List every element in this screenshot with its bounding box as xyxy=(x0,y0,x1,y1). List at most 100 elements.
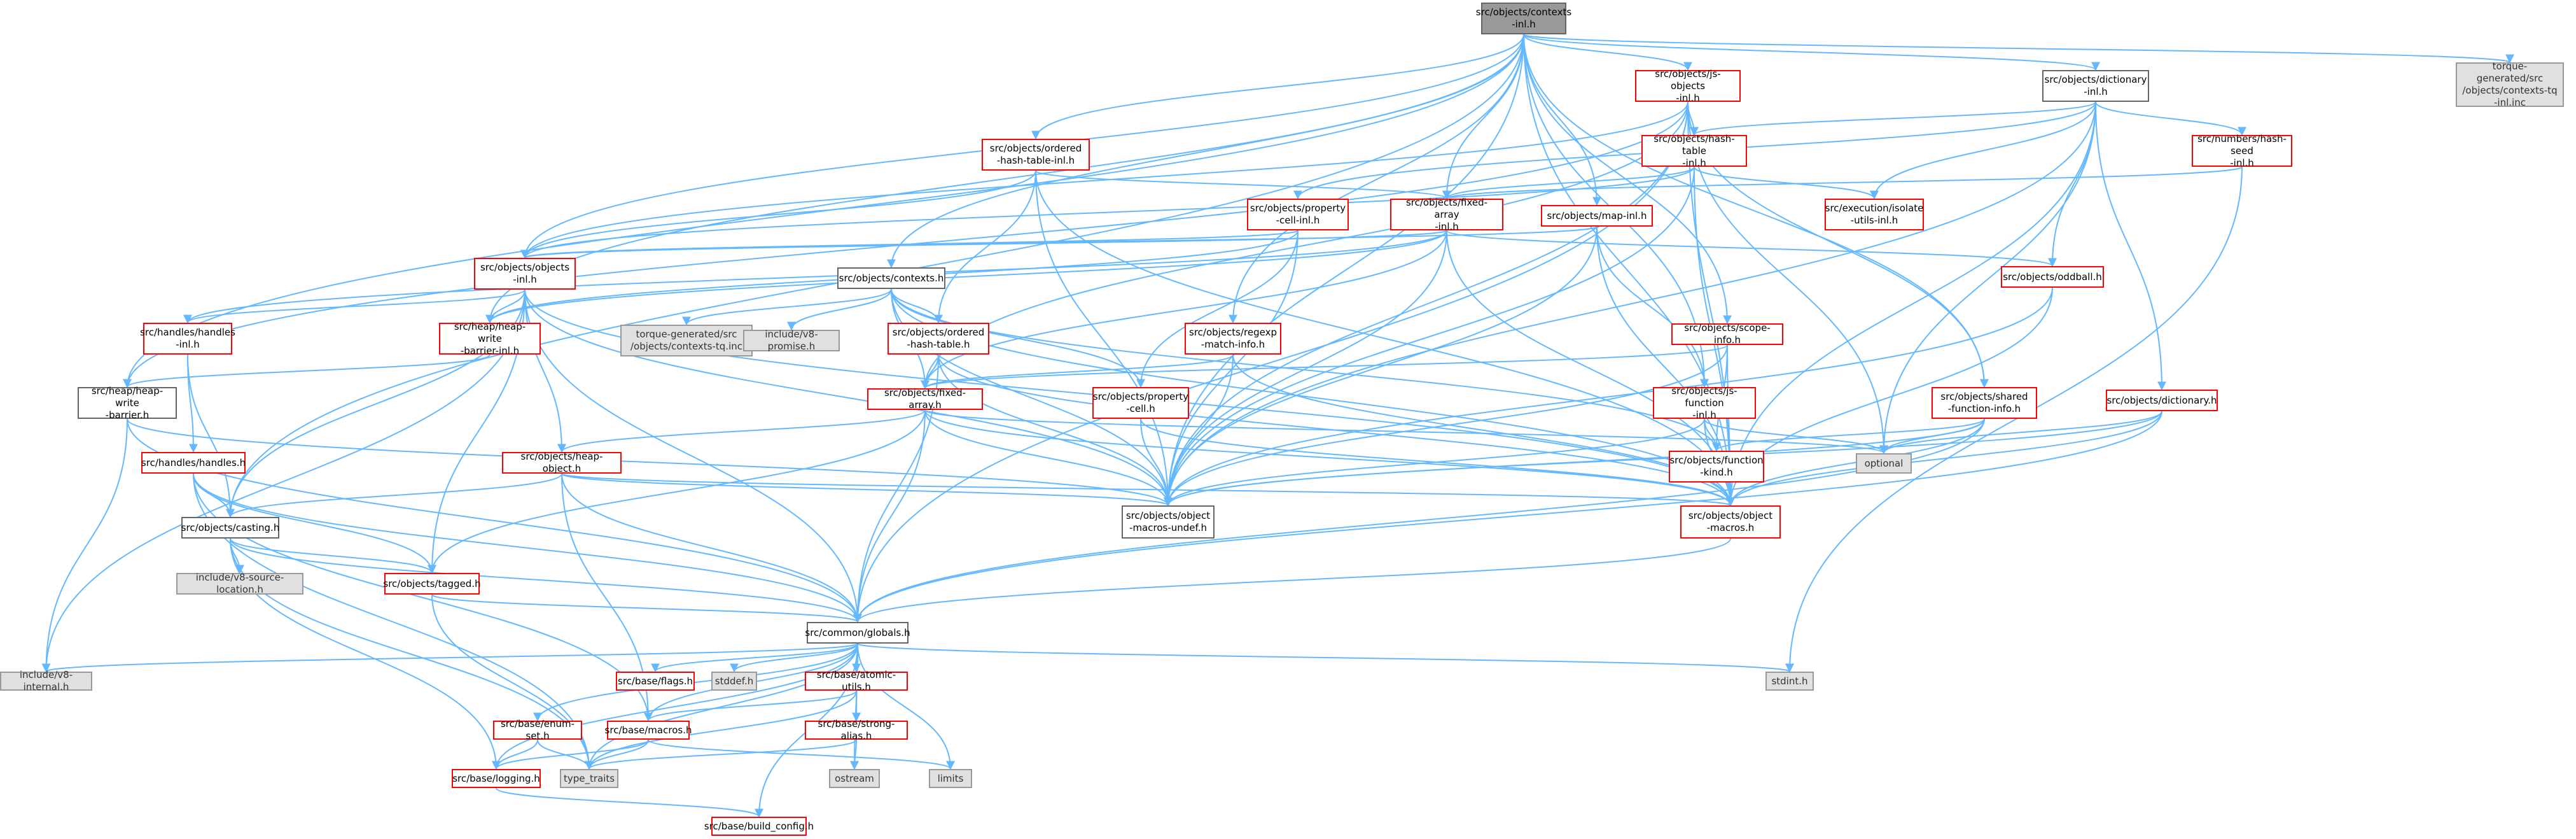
edge-dictinl-to-dict xyxy=(2095,101,2166,391)
node-oddball[interactable]: src/objects/oddball.h xyxy=(2001,266,2104,288)
node-ostream[interactable]: ostream xyxy=(829,769,880,788)
edge-dictinl-to-oddball xyxy=(2048,101,2096,267)
edge-jsfuncinl-to-optional xyxy=(1704,418,1888,455)
edge-hashseed-to-fixedarrayinl xyxy=(1442,166,2243,200)
node-mapinl[interactable]: src/objects/map-inl.h xyxy=(1541,205,1653,227)
node-handles[interactable]: src/handles/handles.h xyxy=(141,452,246,474)
node-contexts[interactable]: src/objects/contexts.h xyxy=(837,267,945,289)
edge-heapobject-to-casting xyxy=(226,473,562,518)
node-macros[interactable]: src/base/macros.h xyxy=(605,721,692,740)
edge-root-to-omu xyxy=(1164,34,1524,507)
edge-heapobject-to-globals xyxy=(561,473,862,623)
edge-mapinl-to-objectsinl xyxy=(520,226,1598,259)
edge-sfi-to-globals xyxy=(853,418,1985,623)
node-logging[interactable]: src/base/logging.h xyxy=(452,769,541,788)
edge-atomic-to-macros xyxy=(644,690,857,722)
node-globals[interactable]: src/common/globals.h xyxy=(805,622,910,644)
node-hwbinl[interactable]: src/heap/heap-write -barrier-inl.h xyxy=(439,321,541,356)
node-sfi[interactable]: src/objects/shared -function-info.h xyxy=(1932,387,2037,419)
edge-fixedarrayinl-to-oddball xyxy=(1446,230,2057,267)
edge-jsfuncinl-to-omu xyxy=(1164,418,1705,507)
edge-tagged-to-typetraits xyxy=(431,594,594,770)
node-flags[interactable]: src/base/flags.h xyxy=(616,672,695,691)
node-propcellinl[interactable]: src/objects/property -cell-inl.h xyxy=(1247,199,1349,230)
edge-root-to-hwbinl xyxy=(485,34,1524,324)
edge-atomic-to-typetraits xyxy=(585,690,857,770)
node-handlesinl[interactable]: src/handles/handles -inl.h xyxy=(140,323,235,355)
edge-globals-to-stdint xyxy=(857,643,1794,673)
node-jsobjects[interactable]: src/objects/js-objects -inl.h xyxy=(1635,68,1741,104)
edge-globals-to-v8internal xyxy=(42,643,858,673)
edge-objectsinl-to-omu xyxy=(524,289,1173,507)
edge-globals-to-limits xyxy=(857,643,955,770)
node-scopeinfo[interactable]: src/objects/scope-info.h xyxy=(1671,322,1783,346)
edge-scopeinfo-to-fixedarray xyxy=(921,344,1728,390)
node-atomic[interactable]: src/base/atomic-utils.h xyxy=(805,669,908,693)
node-tagged[interactable]: src/objects/tagged.h xyxy=(383,573,481,595)
node-jsfuncinl[interactable]: src/objects/js-function -inl.h xyxy=(1653,385,1756,421)
edge-dictinl-to-hashseed xyxy=(2095,101,2246,136)
node-casting[interactable]: src/objects/casting.h xyxy=(181,517,279,539)
edge-casting-to-tagged xyxy=(230,538,436,574)
edge-strongalias-to-typetraits xyxy=(585,739,857,770)
node-regexp[interactable]: src/objects/regexp -match-info.h xyxy=(1185,323,1281,355)
node-stdint[interactable]: stdint.h xyxy=(1765,672,1814,691)
node-srcloc[interactable]: include/v8-source-location.h xyxy=(176,572,303,595)
edge-contexts-to-funckind xyxy=(891,288,1721,452)
edge-globals-to-enumset xyxy=(533,643,858,722)
node-dict[interactable]: src/objects/dictionary.h xyxy=(2106,390,2218,411)
node-isolateutils[interactable]: src/execution/isolate -utils-inl.h xyxy=(1825,199,1924,230)
node-strongalias[interactable]: src/base/strong-alias.h xyxy=(805,718,908,742)
edge-hwb-to-omu xyxy=(127,418,1173,507)
node-ordhtinl[interactable]: src/objects/ordered -hash-table-inl.h xyxy=(982,139,1090,171)
node-optional[interactable]: optional xyxy=(1856,453,1912,474)
node-fixedarray[interactable]: src/objects/fixed-array.h xyxy=(867,387,983,411)
edge-contexts-to-v8promise xyxy=(787,288,892,331)
node-stddef[interactable]: stddef.h xyxy=(711,672,757,691)
node-propcell[interactable]: src/objects/property -cell.h xyxy=(1092,387,1189,419)
node-tqgen[interactable]: torque-generated/src /objects/contexts-t… xyxy=(2456,60,2564,108)
edge-ordhtinl-to-omu xyxy=(1035,170,1173,507)
node-root[interactable]: src/objects/contexts -inl.h xyxy=(1476,3,1571,34)
edge-fixedarray-to-globals xyxy=(853,409,926,623)
node-om[interactable]: src/objects/object -macros.h xyxy=(1680,505,1781,539)
node-v8internal[interactable]: include/v8-internal.h xyxy=(0,669,92,693)
edge-dict-to-omu xyxy=(1164,411,2162,507)
edge-dictinl-to-isolateutils xyxy=(1870,101,2096,200)
edge-fixedarray-to-omu xyxy=(924,409,1173,507)
node-buildconfig[interactable]: src/base/build_config.h xyxy=(704,817,814,836)
edge-hwbinl-to-hwb xyxy=(123,354,491,388)
edge-mapinl-to-jsfuncinl xyxy=(1596,226,1709,388)
node-tqinc[interactable]: torque-generated/src /objects/contexts-t… xyxy=(620,325,753,356)
node-enumset[interactable]: src/base/enum-set.h xyxy=(493,718,582,742)
edge-regexp-to-omu xyxy=(1164,354,1234,507)
edge-propcellinl-to-omu xyxy=(1164,230,1298,507)
node-objectsinl[interactable]: src/objects/objects -inl.h xyxy=(474,258,576,290)
node-dictinl[interactable]: src/objects/dictionary -inl.h xyxy=(2042,70,2149,102)
node-funckind[interactable]: src/objects/function -kind.h xyxy=(1669,451,1764,483)
edge-om-to-globals xyxy=(853,538,1731,623)
edge-fixedarray-to-optional xyxy=(924,409,1888,455)
edge-tagged-to-globals xyxy=(431,594,862,623)
node-fixedarrayinl[interactable]: src/objects/fixed-array -inl.h xyxy=(1390,197,1503,232)
edge-jsobjects-to-optional xyxy=(1687,101,1888,455)
node-heapobject[interactable]: src/objects/heap-object.h xyxy=(502,451,622,474)
node-limits[interactable]: limits xyxy=(929,769,972,788)
node-omu[interactable]: src/objects/object -macros-undef.h xyxy=(1122,505,1215,539)
edge-ordhtinl-to-ordht xyxy=(934,170,1036,324)
node-v8promise[interactable]: include/v8-promise.h xyxy=(743,328,840,352)
edge-macros-to-logging xyxy=(492,739,649,770)
node-hwb[interactable]: src/heap/heap-write -barrier.h xyxy=(78,385,177,421)
edge-dictinl-to-om xyxy=(1726,101,2096,507)
edge-logging-to-buildconfig xyxy=(496,787,763,818)
node-hashseed[interactable]: src/numbers/hash-seed -inl.h xyxy=(2192,133,2292,169)
node-hashtableinl[interactable]: src/objects/hash-table -inl.h xyxy=(1641,133,1747,169)
edge-propcell-to-omu xyxy=(1140,418,1173,507)
edge-objectsinl-to-hwbinl xyxy=(485,289,526,324)
edge-enumset-to-typetraits xyxy=(537,739,594,770)
edge-fixedarrayinl-to-omu xyxy=(1164,230,1447,507)
node-typetraits[interactable]: type_traits xyxy=(560,769,618,788)
node-ordht[interactable]: src/objects/ordered -hash-table.h xyxy=(888,323,989,355)
edge-dict-to-optional xyxy=(1879,411,2162,455)
edge-mapinl-to-omu xyxy=(1164,226,1598,507)
